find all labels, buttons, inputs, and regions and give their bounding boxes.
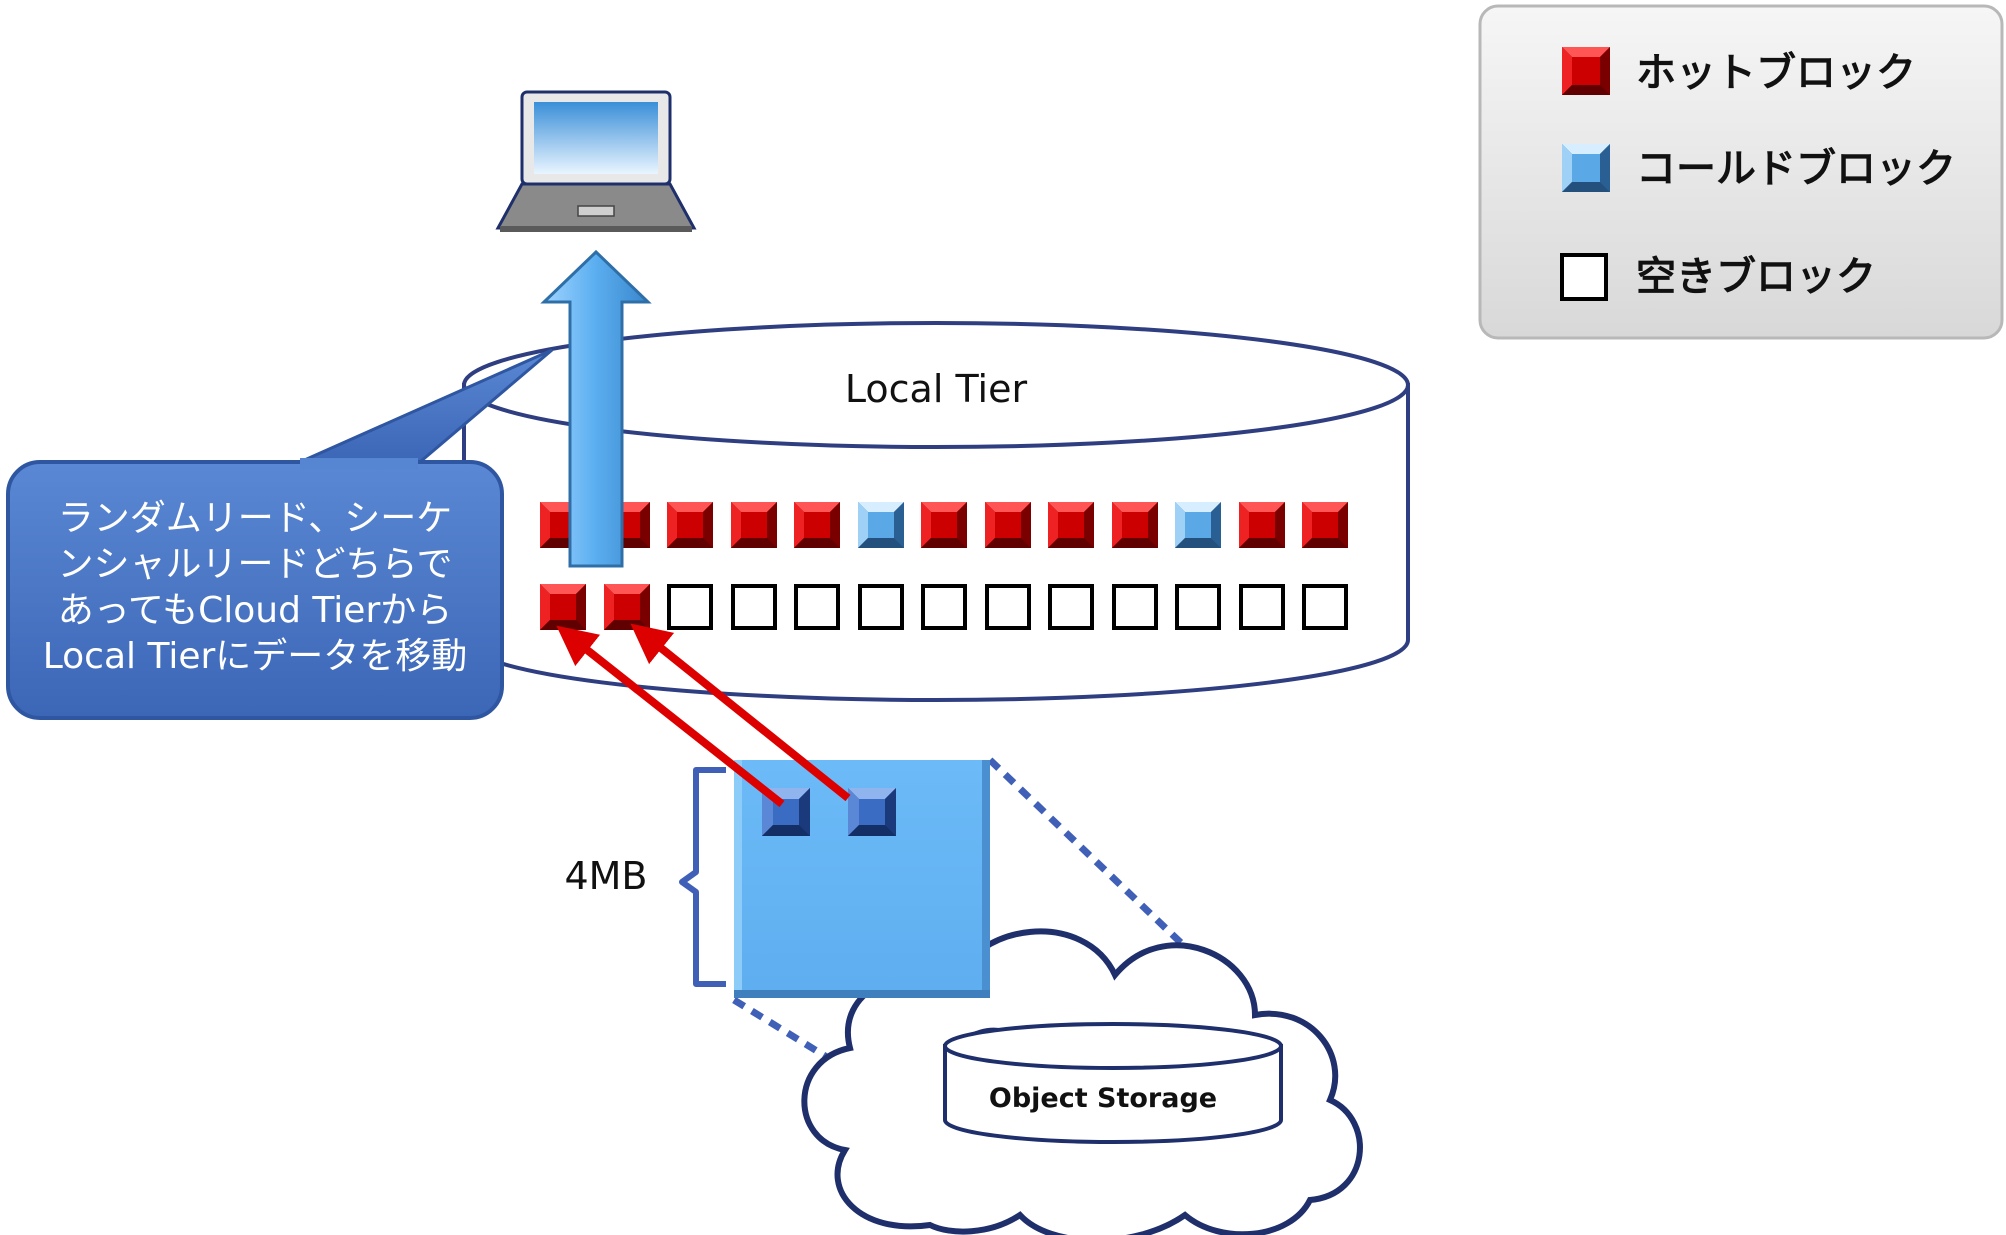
- local-tier-block-hot: [540, 584, 586, 630]
- local-tier-block-free: [921, 584, 967, 630]
- local-tier-block-hot: [731, 502, 777, 548]
- transfer-arrow-2: [630, 623, 851, 802]
- laptop-icon: [495, 90, 697, 232]
- cold-block-icon: [1562, 144, 1610, 192]
- local-tier-block-hot: [985, 502, 1031, 548]
- callout-line-2: ンシャルリードどちらで: [58, 544, 453, 585]
- local-tier-block-free: [731, 584, 777, 630]
- legend-label-cold: コールドブロック: [1636, 146, 1956, 192]
- red-transfer-arrows: [556, 623, 851, 808]
- object-storage-label: Object Storage: [989, 1083, 1217, 1114]
- local-tier-block-free: [1048, 584, 1094, 630]
- local-tier-block-hot: [1302, 502, 1348, 548]
- local-tier-block-hot: [604, 584, 650, 630]
- size-bracket: 4MB: [564, 767, 726, 987]
- local-tier-block-cold: [1175, 502, 1221, 548]
- local-tier-block-hot: [794, 502, 840, 548]
- local-tier-block-free: [667, 584, 713, 630]
- local-tier-block-free: [1302, 584, 1348, 630]
- callout-line-4: Local Tierにデータを移動: [43, 636, 468, 677]
- hot-block-icon: [1562, 47, 1610, 95]
- local-tier-block-hot: [1112, 502, 1158, 548]
- local-tier-block-hot: [1048, 502, 1094, 548]
- local-tier-block-free: [985, 584, 1031, 630]
- local-tier-block-hot: [1239, 502, 1285, 548]
- local-tier-block-free: [1112, 584, 1158, 630]
- object-sub-blocks: [762, 788, 896, 836]
- local-tier-block-free: [1175, 584, 1221, 630]
- object-sub-block: [848, 788, 896, 836]
- callout-line-1: ランダムリード、シーケ: [58, 498, 453, 539]
- local-tier-block-free: [858, 584, 904, 630]
- local-tier-block-cold: [858, 502, 904, 548]
- local-tier-label: Local Tier: [845, 367, 1028, 411]
- local-tier-block-hot: [667, 502, 713, 548]
- callout-line-3: あってもCloud Tierから: [58, 590, 453, 631]
- transfer-arrow-1: [556, 625, 785, 808]
- up-arrow: [540, 249, 652, 568]
- local-tier-block-hot: [921, 502, 967, 548]
- local-tier-block-free: [794, 584, 840, 630]
- local-tier-block-row-2: [540, 584, 1348, 630]
- legend-label-hot: ホットブロック: [1636, 50, 1916, 96]
- legend-label-free: 空きブロック: [1636, 254, 1876, 300]
- callout-bubble: ランダムリード、シーケ ンシャルリードどちらで あってもCloud Tierから…: [6, 348, 553, 720]
- object-storage-cylinder: Object Storage: [943, 1022, 1283, 1144]
- legend-item-hot: ホットブロック: [1562, 47, 1916, 96]
- legend: ホットブロック コールドブロック 空きブロック: [1478, 4, 2004, 340]
- legend-item-free: 空きブロック: [1560, 253, 1876, 301]
- free-block-icon: [1560, 253, 1608, 301]
- legend-item-cold: コールドブロック: [1562, 144, 1956, 192]
- local-tier-block-free: [1239, 584, 1285, 630]
- size-label: 4MB: [564, 854, 647, 898]
